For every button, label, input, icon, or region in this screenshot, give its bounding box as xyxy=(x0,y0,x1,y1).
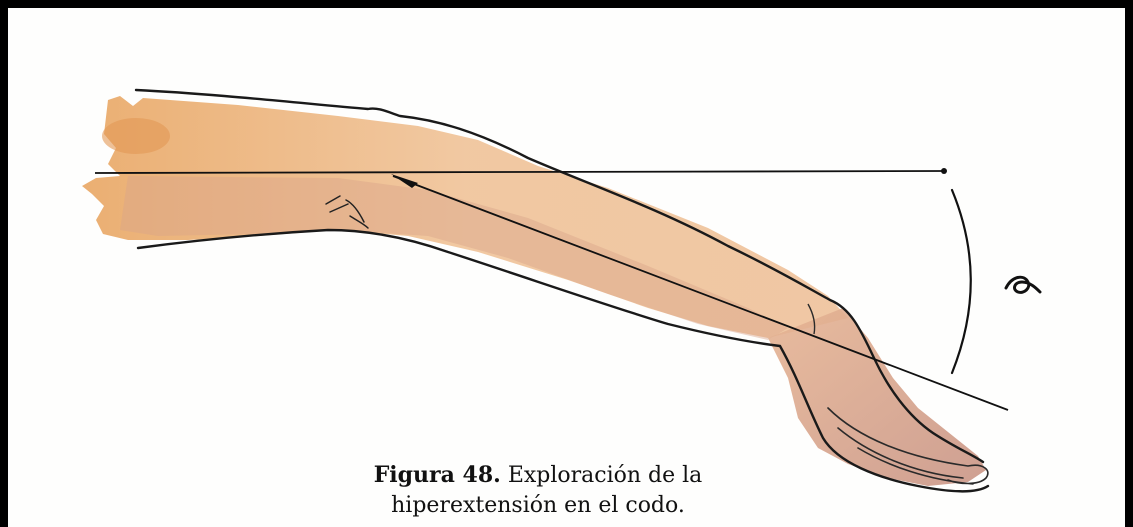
shoulder-highlight xyxy=(102,118,170,154)
figure-label: Figura 48. xyxy=(374,462,501,488)
angle-arc xyxy=(952,190,971,373)
figure-caption-line2: hiperextensión en el codo. xyxy=(391,493,685,518)
reference-line-end xyxy=(941,168,947,174)
forearm-axis-line xyxy=(393,176,1008,410)
figure-caption: Figura 48. Exploración de la hiperextens… xyxy=(298,460,778,521)
figure-caption-text: Exploración de la xyxy=(501,463,702,488)
angle-symbol xyxy=(998,258,1048,308)
arm-illustration xyxy=(8,8,1133,527)
hand-fill xyxy=(768,308,986,486)
